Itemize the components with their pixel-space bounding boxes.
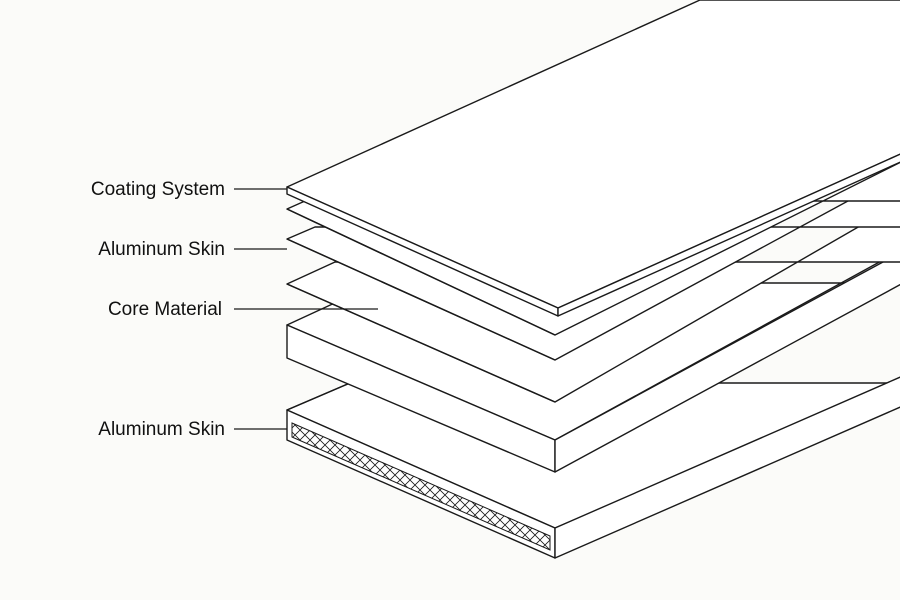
coating-system-layer	[286, 0, 900, 317]
label-aluminum-skin-top: Aluminum Skin	[98, 239, 225, 260]
label-coating-system: Coating System	[91, 179, 225, 200]
label-core-material: Core Material	[108, 299, 222, 320]
honeycomb-core-hatching	[291, 422, 551, 551]
label-aluminum-skin-bottom: Aluminum Skin	[98, 419, 225, 440]
